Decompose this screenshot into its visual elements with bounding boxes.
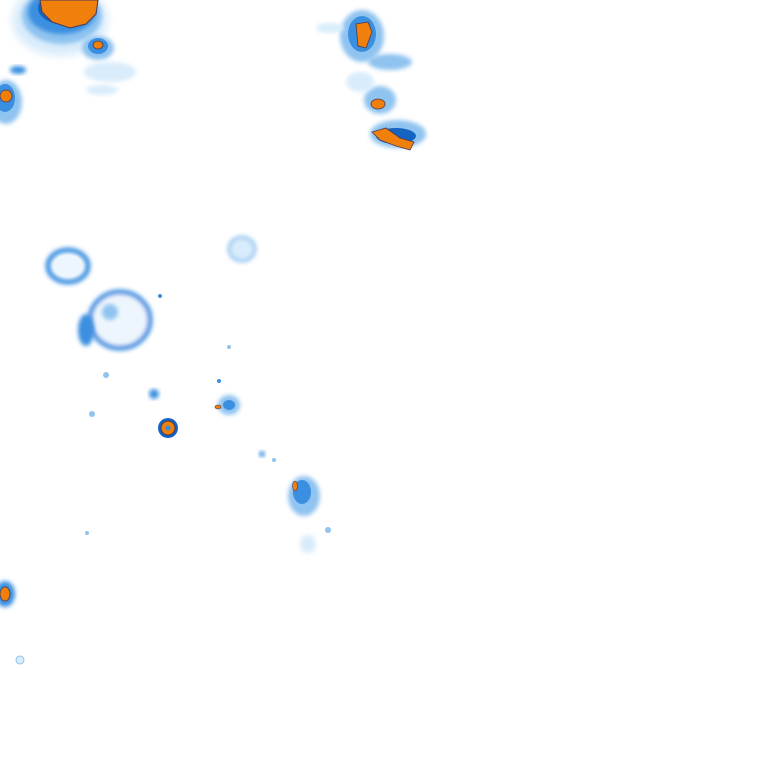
precip-cell-left-edge-top [0,66,26,124]
precip-cell-faint-ring [227,235,257,263]
precip-cell-top-left-small [82,36,136,95]
precip-cell-top-left [12,0,108,56]
precip-band-top-center [316,10,426,151]
precip-cell-mid [89,294,276,462]
precip-ring-small [45,247,91,285]
precip-ring-large [78,289,153,351]
precip-cell-left-edge-bottom [0,531,89,665]
precip-cell-orange-ring [158,418,178,438]
precip-cell-lower-center [288,476,331,553]
